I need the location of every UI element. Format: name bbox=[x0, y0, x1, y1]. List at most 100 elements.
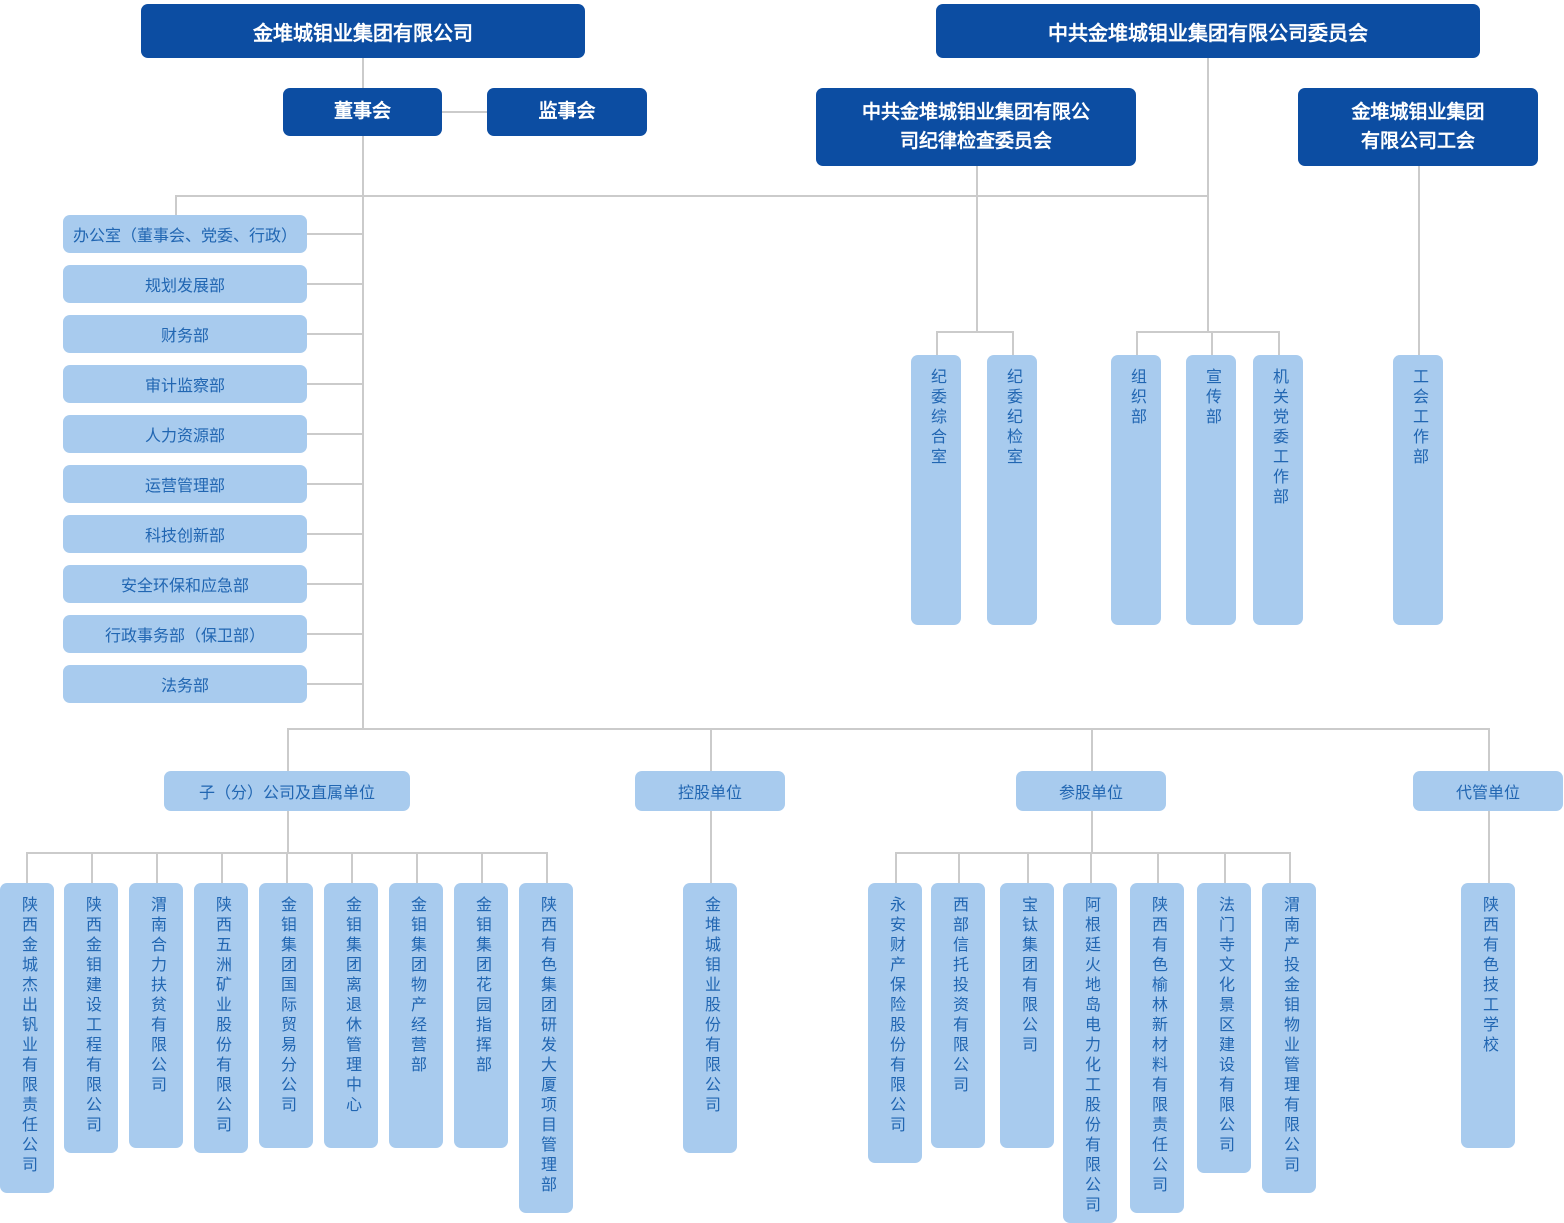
unit-box: 渭南产投金钼物业管理有限公司 bbox=[1262, 883, 1316, 1193]
unit-box: 金钼集团离退休管理中心 bbox=[324, 883, 378, 1148]
connector-line bbox=[26, 853, 28, 883]
category-box: 参股单位 bbox=[1016, 771, 1166, 811]
department-box: 规划发展部 bbox=[63, 265, 307, 303]
unit-box: 陕西五洲矿业股份有限公司 bbox=[194, 883, 248, 1153]
department-box: 法务部 bbox=[63, 665, 307, 703]
connector-line bbox=[1027, 853, 1029, 883]
department-box: 科技创新部 bbox=[63, 515, 307, 553]
connector-line bbox=[481, 853, 483, 883]
connector-line bbox=[936, 331, 1014, 333]
unit-box: 宣传部 bbox=[1186, 355, 1236, 625]
department-box: 财务部 bbox=[63, 315, 307, 353]
connector-line bbox=[976, 166, 978, 332]
connector-line bbox=[958, 853, 960, 883]
connector-line bbox=[1090, 853, 1092, 883]
connector-line bbox=[26, 852, 548, 854]
connector-line bbox=[307, 283, 363, 285]
connector-line bbox=[1211, 332, 1213, 355]
unit-box: 渭南合力扶贫有限公司 bbox=[129, 883, 183, 1148]
board-box: 董事会 bbox=[283, 88, 442, 136]
connector-line bbox=[1278, 332, 1280, 355]
category-box: 代管单位 bbox=[1413, 771, 1563, 811]
connector-line bbox=[442, 111, 487, 113]
group-company-label: 金堆城钼业集团有限公司 bbox=[253, 22, 473, 45]
discipline-committee-box: 中共金堆城钼业集团有限公司纪律检查委员会 bbox=[816, 88, 1136, 166]
unit-box: 陕西金城杰出钒业有限责任公司 bbox=[0, 883, 54, 1193]
labor-union-label: 金堆城钼业集团有限公司工会 bbox=[1351, 101, 1485, 152]
connector-line bbox=[307, 333, 363, 335]
connector-line bbox=[895, 852, 1291, 854]
connector-line bbox=[287, 811, 289, 853]
connector-line bbox=[307, 483, 363, 485]
unit-box: 金钼集团国际贸易分公司 bbox=[259, 883, 313, 1148]
connector-line bbox=[1157, 853, 1159, 883]
unit-box: 金钼集团花园指挥部 bbox=[454, 883, 508, 1148]
unit-box: 西部信托投资有限公司 bbox=[931, 883, 985, 1148]
connector-line bbox=[362, 136, 364, 729]
connector-line bbox=[1488, 811, 1490, 883]
discipline-committee-label: 中共金堆城钼业集团有限公司纪律检查委员会 bbox=[861, 101, 1090, 152]
connector-line bbox=[1091, 811, 1093, 853]
department-box: 运营管理部 bbox=[63, 465, 307, 503]
party-committee-box: 中共金堆城钼业集团有限公司委员会 bbox=[936, 4, 1480, 58]
connector-line bbox=[895, 853, 897, 883]
connector-line bbox=[362, 58, 364, 88]
connector-line bbox=[1136, 332, 1138, 355]
unit-box: 宝钛集团有限公司 bbox=[1000, 883, 1054, 1148]
connector-line bbox=[351, 853, 353, 883]
unit-box: 纪委综合室 bbox=[911, 355, 961, 625]
department-box: 人力资源部 bbox=[63, 415, 307, 453]
connector-line bbox=[287, 728, 289, 771]
unit-box: 纪委纪检室 bbox=[987, 355, 1037, 625]
connector-line bbox=[307, 233, 363, 235]
party-committee-label: 中共金堆城钼业集团有限公司委员会 bbox=[1048, 22, 1368, 45]
connector-line bbox=[307, 433, 363, 435]
labor-union-box: 金堆城钼业集团有限公司工会 bbox=[1298, 88, 1538, 166]
connector-line bbox=[156, 853, 158, 883]
unit-box: 陕西有色技工学校 bbox=[1461, 883, 1515, 1148]
unit-box: 法门寺文化景区建设有限公司 bbox=[1197, 883, 1251, 1173]
connector-line bbox=[307, 383, 363, 385]
board-label: 董事会 bbox=[333, 101, 391, 123]
unit-box: 陕西有色集团研发大厦项目管理部 bbox=[519, 883, 573, 1213]
unit-box: 阿根廷火地岛电力化工股份有限公司 bbox=[1063, 883, 1117, 1223]
connector-line bbox=[175, 196, 177, 216]
unit-box: 永安财产保险股份有限公司 bbox=[868, 883, 922, 1163]
unit-box: 陕西金钼建设工程有限公司 bbox=[64, 883, 118, 1153]
connector-line bbox=[1012, 332, 1014, 355]
connector-line bbox=[1418, 166, 1420, 355]
unit-box: 机关党委工作部 bbox=[1253, 355, 1303, 625]
connector-line bbox=[221, 853, 223, 883]
connector-line bbox=[936, 332, 938, 355]
connector-line bbox=[307, 683, 363, 685]
connector-line bbox=[1488, 728, 1490, 771]
connector-line bbox=[710, 728, 712, 771]
connector-line bbox=[307, 583, 363, 585]
department-box: 安全环保和应急部 bbox=[63, 565, 307, 603]
connector-line bbox=[91, 853, 93, 883]
unit-box: 金钼集团物产经营部 bbox=[389, 883, 443, 1148]
connector-line bbox=[416, 853, 418, 883]
connector-line bbox=[546, 853, 548, 883]
unit-box: 金堆城钼业股份有限公司 bbox=[683, 883, 737, 1153]
unit-box: 工会工作部 bbox=[1393, 355, 1443, 625]
category-box: 子（分）公司及直属单位 bbox=[164, 771, 410, 811]
connector-line bbox=[286, 853, 288, 883]
connector-line bbox=[287, 728, 1490, 730]
unit-box: 陕西有色榆林新材料有限责任公司 bbox=[1130, 883, 1184, 1213]
connector-line bbox=[710, 811, 712, 883]
connector-line bbox=[307, 533, 363, 535]
connector-line bbox=[307, 633, 363, 635]
supervisory-board-box: 监事会 bbox=[487, 88, 647, 136]
department-box: 行政事务部（保卫部） bbox=[63, 615, 307, 653]
connector-line bbox=[1289, 853, 1291, 883]
connector-line bbox=[1224, 853, 1226, 883]
unit-box: 组织部 bbox=[1111, 355, 1161, 625]
supervisory-board-label: 监事会 bbox=[538, 101, 596, 123]
department-box: 审计监察部 bbox=[63, 365, 307, 403]
connector-line bbox=[1091, 728, 1093, 771]
category-box: 控股单位 bbox=[635, 771, 785, 811]
connector-line bbox=[1136, 331, 1280, 333]
group-company-box: 金堆城钼业集团有限公司 bbox=[141, 4, 585, 58]
